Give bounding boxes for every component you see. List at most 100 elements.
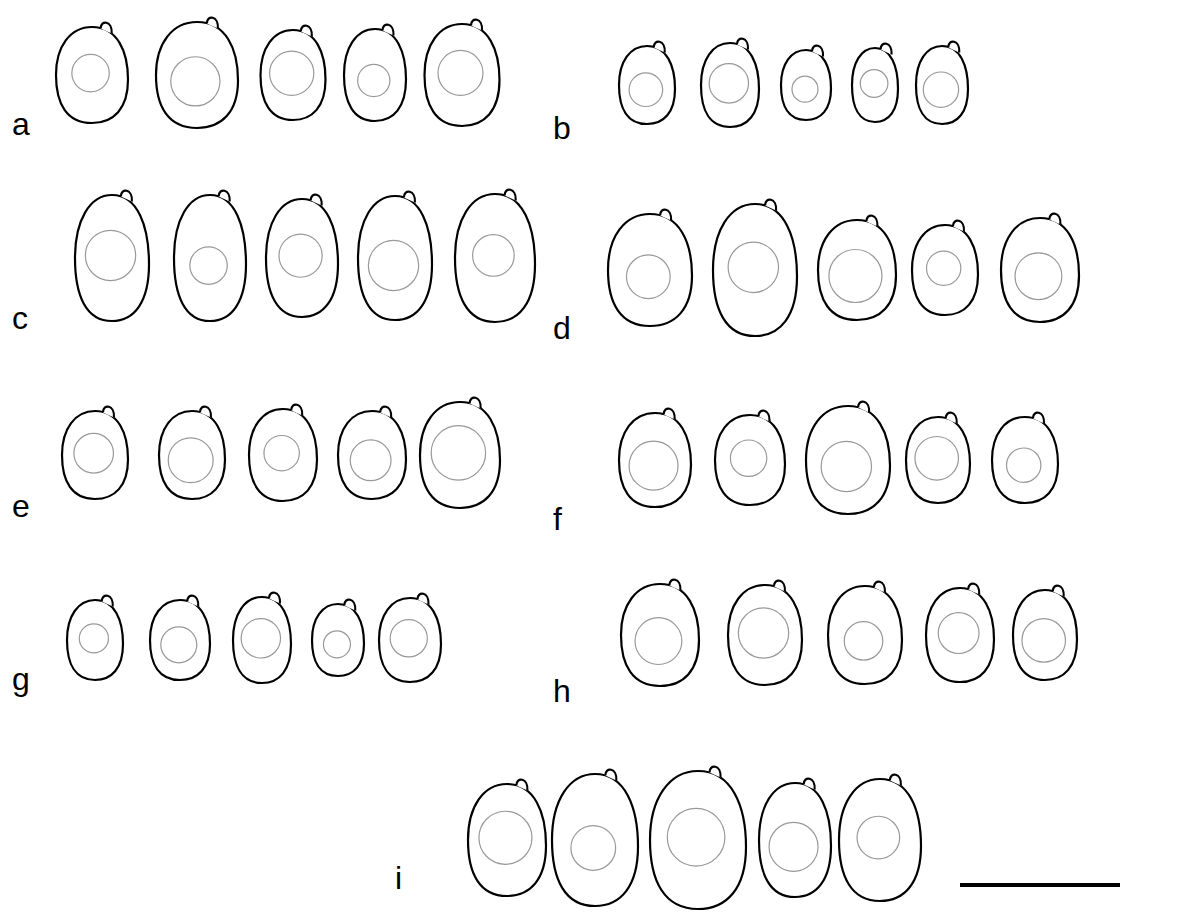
spore-outline: [249, 409, 317, 501]
apiculus: [344, 600, 355, 611]
scale-bar: [960, 883, 1120, 887]
guttule: [168, 438, 213, 483]
apiculus: [121, 191, 132, 202]
apiculus: [774, 581, 785, 592]
apiculus: [758, 411, 769, 422]
apiculus: [968, 584, 979, 595]
apiculus: [187, 596, 198, 607]
guttule: [629, 73, 663, 107]
guttule: [161, 627, 197, 663]
spore-outline: [344, 29, 406, 121]
guttule: [730, 440, 766, 476]
spore-outline: [1013, 590, 1077, 680]
spore-outline: [992, 417, 1058, 503]
guttule: [923, 72, 958, 107]
spore-outline: [338, 411, 406, 499]
apiculus: [812, 46, 823, 57]
apiculus: [737, 39, 748, 50]
spore-outline: [358, 196, 432, 320]
apiculus: [948, 42, 959, 53]
spore-outline: [926, 588, 994, 682]
apiculus: [291, 405, 302, 416]
apiculus: [200, 407, 211, 418]
guttule: [829, 249, 882, 302]
apiculus: [660, 210, 671, 221]
guttule: [264, 435, 299, 470]
guttule: [323, 631, 350, 658]
spore-outline: [759, 783, 831, 897]
guttule: [241, 619, 280, 658]
spore-outline: [650, 771, 746, 909]
guttule: [857, 816, 900, 859]
guttule: [571, 826, 616, 871]
guttule: [821, 441, 871, 491]
guttule: [431, 426, 485, 480]
spore-outline: [261, 30, 326, 120]
guttule: [1015, 253, 1062, 300]
guttule: [860, 70, 888, 98]
panel-letter: h: [553, 675, 571, 707]
apiculus: [605, 770, 616, 781]
spore-outline: [468, 784, 546, 896]
spore-outline: [781, 50, 831, 120]
spore-outline: [728, 585, 802, 685]
guttule: [709, 64, 748, 103]
apiculus: [804, 779, 815, 790]
apiculus: [710, 767, 721, 778]
spore-outline: [233, 597, 291, 683]
apiculus: [858, 402, 869, 413]
apiculus: [874, 582, 885, 593]
spore-outline: [621, 584, 699, 686]
panel-letter: d: [553, 312, 571, 344]
spore-outline: [156, 22, 238, 128]
apiculus: [866, 216, 877, 227]
guttule: [915, 437, 959, 481]
apiculus: [654, 42, 665, 53]
guttule: [792, 76, 818, 102]
apiculus: [311, 195, 322, 206]
apiculus: [516, 780, 527, 791]
spore-outline: [62, 411, 128, 499]
spore-outline: [852, 48, 898, 122]
guttule: [626, 255, 670, 299]
panel-letter: g: [12, 663, 30, 695]
apiculus: [471, 20, 482, 31]
spore-outlines: [56, 18, 1079, 909]
apiculus: [664, 409, 675, 420]
spore-outline: [715, 415, 785, 505]
guttule: [79, 624, 108, 653]
spore-outline: [159, 411, 225, 499]
guttule: [728, 242, 778, 292]
spore-outline: [818, 220, 896, 320]
guttule: [473, 235, 515, 277]
spore-outline: [420, 402, 500, 508]
apiculus: [219, 191, 230, 202]
guttule: [279, 234, 322, 277]
spore-outline: [379, 598, 441, 682]
guttule: [738, 608, 788, 658]
spore-outline: [312, 604, 364, 676]
guttule: [368, 240, 418, 290]
guttule: [72, 54, 109, 91]
guttule: [350, 440, 391, 481]
guttule: [1007, 448, 1041, 482]
guttule: [438, 50, 483, 95]
spore-outline: [912, 225, 978, 315]
apiculus: [470, 398, 481, 409]
spore-outline: [619, 413, 691, 507]
apiculus: [382, 25, 393, 36]
guttule: [479, 811, 532, 864]
panel-letter: c: [12, 302, 28, 334]
apiculus: [946, 413, 957, 424]
spore-outline: [906, 417, 970, 503]
spore-outline: [174, 195, 246, 321]
apiculus: [207, 18, 218, 29]
spore-outline: [619, 46, 675, 124]
apiculus: [404, 192, 415, 203]
panel-letter: e: [12, 490, 30, 522]
apiculus: [881, 44, 892, 55]
spore-outline: [67, 600, 123, 680]
apiculus: [765, 200, 776, 211]
guttule: [844, 622, 882, 660]
guttule: [667, 808, 725, 866]
